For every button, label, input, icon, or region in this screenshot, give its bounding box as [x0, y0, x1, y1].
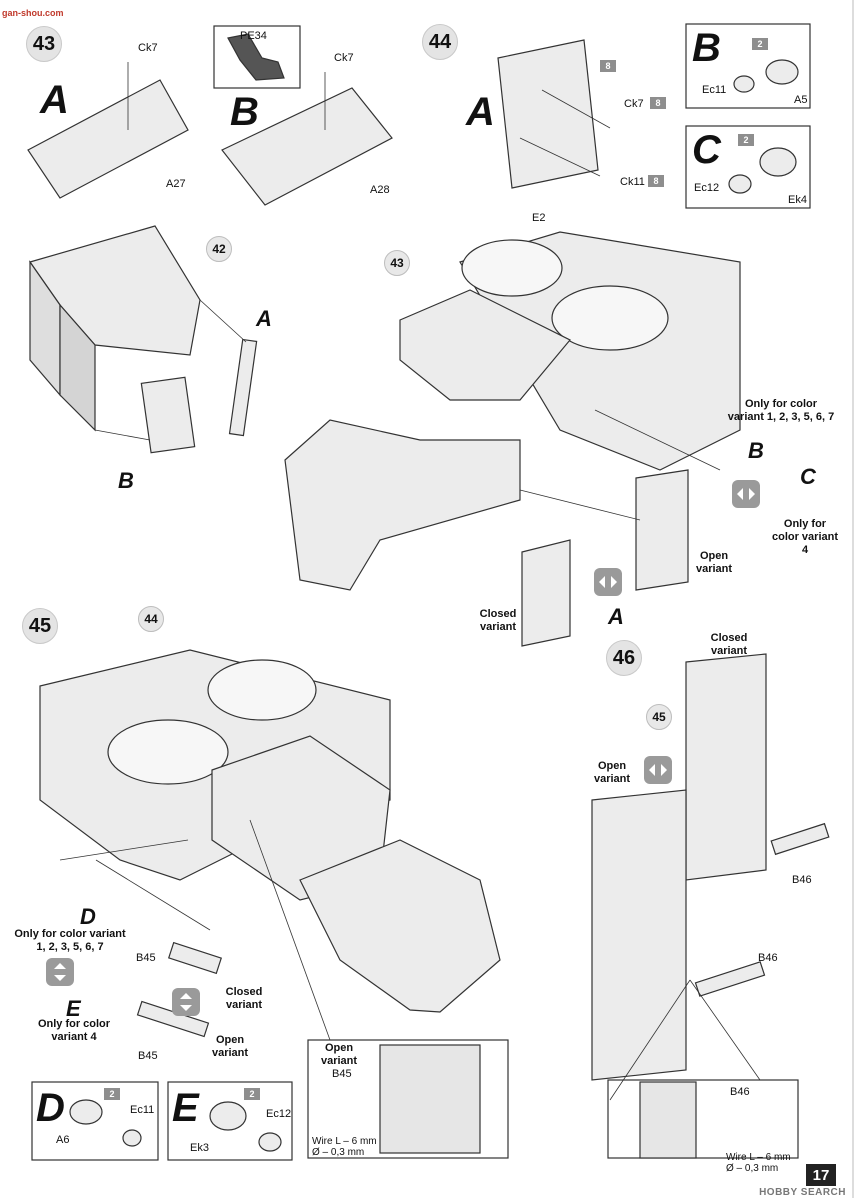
door-b-step43 [140, 376, 196, 454]
hull-46-closed [685, 653, 767, 881]
label-b46-top: B46 [792, 874, 812, 886]
step-43-sub-b: B [230, 90, 259, 134]
step-44-callout-b: B [748, 438, 764, 463]
note-variant-b: Only for color variant 1, 2, 3, 5, 6, 7 [727, 398, 835, 423]
step-43-ref: 42 [206, 236, 232, 262]
swap-icon-44 [732, 480, 760, 508]
badge-c: 2 [738, 134, 754, 146]
label-b45-open: B45 [138, 1050, 158, 1062]
label-pe34: PE34 [240, 30, 267, 42]
step-43-sub-a: A [40, 78, 69, 122]
detail-45-open-variant: Open variant [320, 1042, 358, 1067]
hull-44-cab [399, 289, 571, 401]
hull-46-open [591, 789, 687, 1081]
step-44-sub-c: C [692, 128, 721, 172]
step-45-sub-e: E [172, 1086, 199, 1130]
label-ek3: Ek3 [190, 1142, 209, 1154]
step-43-callout-b: B [118, 468, 134, 493]
step-44-number: 44 [422, 24, 458, 60]
footer-logo: HOBBY SEARCH [759, 1187, 846, 1198]
label-ck7-b: Ck7 [334, 52, 354, 64]
swap-icon-45b [172, 988, 200, 1016]
step-43-number: 43 [26, 26, 62, 62]
detail-46-wire: Wire L – 6 mm [726, 1152, 791, 1163]
detail-45-wire-dia: Ø – 0,3 mm [312, 1147, 365, 1158]
step-44-ref: 43 [384, 250, 410, 276]
step-45-sub-d: D [36, 1086, 65, 1130]
step-44-sub-b: B [692, 26, 721, 70]
detail-45-wire: Wire L – 6 mm [312, 1136, 377, 1147]
note-variant-d: Only for color variant 1, 2, 3, 5, 6, 7 [14, 928, 126, 953]
detail-46-wire-dia: Ø – 0,3 mm [726, 1163, 779, 1174]
label-open-variant-44: Open variant [695, 550, 733, 575]
badge-ck7: 8 [650, 97, 666, 109]
note-variant-e: Only for color variant 4 [37, 1018, 111, 1043]
plate-e2 [497, 39, 599, 189]
label-ek4: Ek4 [788, 194, 807, 206]
label-closed-variant-46: Closed variant [710, 632, 748, 657]
label-ec11-44: Ec11 [702, 84, 727, 96]
label-closed-variant-44: Closed variant [479, 608, 517, 633]
label-a28: A28 [370, 184, 390, 196]
badge-b: 2 [752, 38, 768, 50]
plate-a27 [27, 79, 189, 199]
label-ck7-44: Ck7 [624, 98, 644, 110]
badge-d: 2 [104, 1088, 120, 1100]
swap-icon-45a [46, 958, 74, 986]
step-45-callout-d: D [80, 904, 96, 929]
plate-a28 [221, 87, 393, 206]
label-a5: A5 [794, 94, 808, 106]
note-variant-c: Only for color variant 4 [771, 518, 839, 556]
label-open-variant-46: Open variant [593, 760, 631, 785]
step-46-number: 46 [606, 640, 642, 676]
step-44-sub-a: A [466, 90, 495, 134]
label-open-variant-45: Open variant [211, 1034, 249, 1059]
step-45-callout-e: E [66, 996, 81, 1021]
label-ec11-45: Ec11 [130, 1104, 155, 1116]
step-44-callout-a: A [608, 604, 624, 629]
detail-45-b45: B45 [332, 1068, 352, 1080]
label-a6: A6 [56, 1134, 70, 1146]
watermark: gan-shou.com [2, 8, 64, 18]
part-b46-top [770, 822, 830, 856]
part-b46-mid [694, 961, 766, 997]
pe34-part [227, 33, 285, 81]
hatch-a-step43 [228, 338, 258, 437]
detail-46 [607, 1079, 799, 1159]
label-e2: E2 [532, 212, 546, 224]
badge-ck11: 8 [648, 175, 664, 187]
step-45-number: 45 [22, 608, 58, 644]
label-ck11: Ck11 [620, 176, 645, 188]
swap-icon-46 [644, 756, 672, 784]
door-closed [521, 539, 571, 647]
label-b46-mid: B46 [758, 952, 778, 964]
badge-e: 2 [244, 1088, 260, 1100]
door-open [635, 469, 689, 591]
label-closed-variant-45: Closed variant [225, 986, 263, 1011]
swap-icon-44b [594, 568, 622, 596]
page-number: 17 [806, 1164, 836, 1186]
badge-plate: 8 [600, 60, 616, 72]
label-b45-closed: B45 [136, 952, 156, 964]
hull-44-nose [284, 419, 521, 591]
hull-45-nose [299, 839, 501, 1013]
step-46-ref: 45 [646, 704, 672, 730]
step-45-ref: 44 [138, 606, 164, 632]
label-a27: A27 [166, 178, 186, 190]
label-ec12-45: Ec12 [266, 1108, 292, 1120]
label-b46-detail: B46 [730, 1086, 750, 1098]
step-44-callout-c: C [800, 464, 816, 489]
part-b45-closed [167, 941, 223, 975]
step-43-callout-a: A [256, 306, 272, 331]
label-ec12-44: Ec12 [694, 182, 720, 194]
label-ck7-a: Ck7 [138, 42, 158, 54]
